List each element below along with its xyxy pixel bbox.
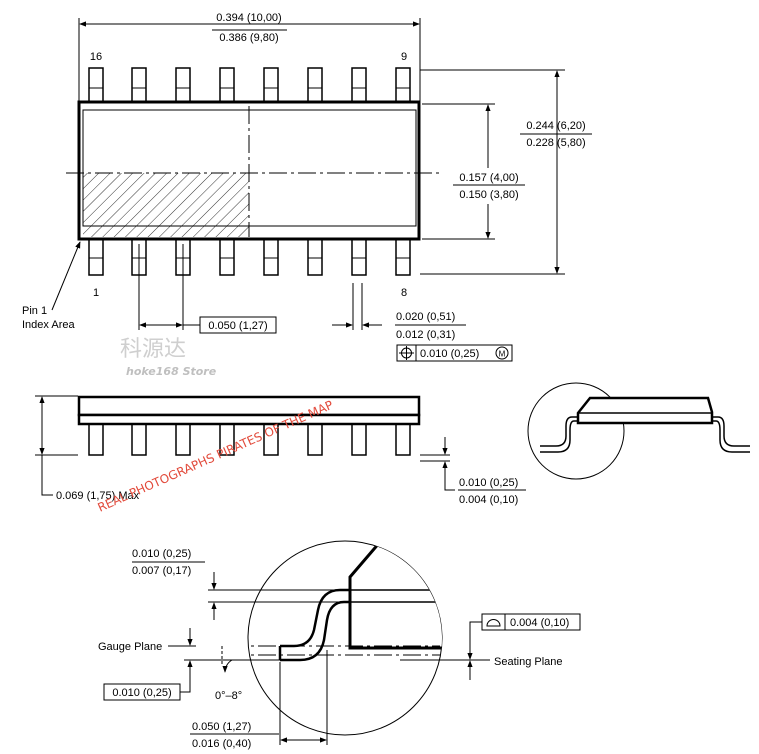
mmc-letter: M — [499, 350, 506, 359]
pin-8-label: 8 — [401, 287, 407, 299]
gauge-dim-box — [103, 683, 181, 701]
watermark-store: hoke168 Store — [126, 365, 217, 378]
mmc-symbol-icon — [495, 346, 509, 360]
top-pin — [263, 67, 279, 103]
span-max-label: 0.244 (6,20) — [526, 120, 585, 132]
width-max-label: 0.394 (10,00) — [216, 12, 281, 24]
standoff-max-label: 0.010 (0,25) — [459, 477, 518, 489]
body-max-label: 0.157 (4,00) — [459, 172, 518, 184]
pin-1-label: 1 — [93, 287, 99, 299]
detail-view: 0.010 (0,25) 0.007 (0,17) Gauge Plane 0.… — [98, 540, 581, 750]
standoff-min-label: 0.004 (0,10) — [459, 494, 518, 506]
foot-min-label: 0.016 (0,40) — [192, 738, 251, 750]
side-pins — [88, 421, 411, 456]
bottom-pins — [88, 238, 411, 276]
top-pin — [307, 67, 323, 103]
gauge-plane-label: Gauge Plane — [98, 641, 162, 653]
lead-width-max-label: 0.020 (0,51) — [396, 311, 455, 323]
side-pin — [131, 421, 147, 456]
coplanarity-label: 0.004 (0,10) — [510, 617, 569, 629]
pin-16-label: 16 — [90, 51, 102, 63]
bottom-pin — [263, 238, 279, 276]
pitch-label: 0.050 (1,27) — [208, 320, 267, 332]
side-pin — [88, 421, 104, 456]
bottom-pin — [219, 238, 235, 276]
pin1-label-line2: Index Area — [22, 319, 75, 331]
pin1-index-area — [83, 173, 249, 237]
lead-thickness-max-label: 0.010 (0,25) — [132, 548, 191, 560]
profile-symbol-icon — [486, 619, 501, 627]
body-min-label: 0.150 (3,80) — [459, 189, 518, 201]
package-body-side — [77, 395, 421, 417]
side-pin — [351, 421, 367, 456]
coplanarity-frame — [481, 613, 581, 631]
top-pin — [219, 67, 235, 103]
side-view: 0.069 (1,75) Max 0.010 (0,25) 0.004 (0,1… — [35, 382, 750, 506]
side-pin — [395, 421, 411, 456]
top-pin — [175, 67, 191, 103]
width-min-label: 0.386 (9,80) — [219, 32, 278, 44]
bottom-pin — [88, 238, 104, 276]
side-pin — [175, 421, 191, 456]
pin1-leader — [51, 241, 81, 311]
top-pin — [131, 67, 147, 103]
gauge-dim-label: 0.010 (0,25) — [112, 687, 171, 699]
lead-width-min-label: 0.012 (0,31) — [396, 329, 455, 341]
pin-9-label: 9 — [401, 51, 407, 63]
height-label: 0.069 (1,75) Max — [56, 490, 140, 502]
foot-max-label: 0.050 (1,27) — [192, 721, 251, 733]
lead-thickness-min-label: 0.007 (0,17) — [132, 565, 191, 577]
position-tolerance-frame — [396, 344, 513, 362]
pitch-box — [199, 316, 277, 334]
top-pins — [88, 67, 411, 103]
top-pin — [88, 67, 104, 103]
top-view: 0.394 (10,00) 0.386 (9,80) 16 9 1 8 0.24… — [22, 12, 592, 362]
bottom-pin — [351, 238, 367, 276]
watermark-cn: 科源达 — [120, 337, 186, 362]
span-min-label: 0.228 (5,80) — [526, 137, 585, 149]
end-view — [527, 382, 750, 480]
side-pin — [307, 421, 323, 456]
top-pin — [395, 67, 411, 103]
angle-label: 0°–8° — [215, 690, 242, 702]
tolerance-label: 0.010 (0,25) — [420, 348, 479, 360]
top-pin — [351, 67, 367, 103]
bottom-pin — [395, 238, 411, 276]
seating-plane-label: Seating Plane — [494, 656, 563, 668]
bottom-pin — [307, 238, 323, 276]
pin1-label-line1: Pin 1 — [22, 305, 47, 317]
